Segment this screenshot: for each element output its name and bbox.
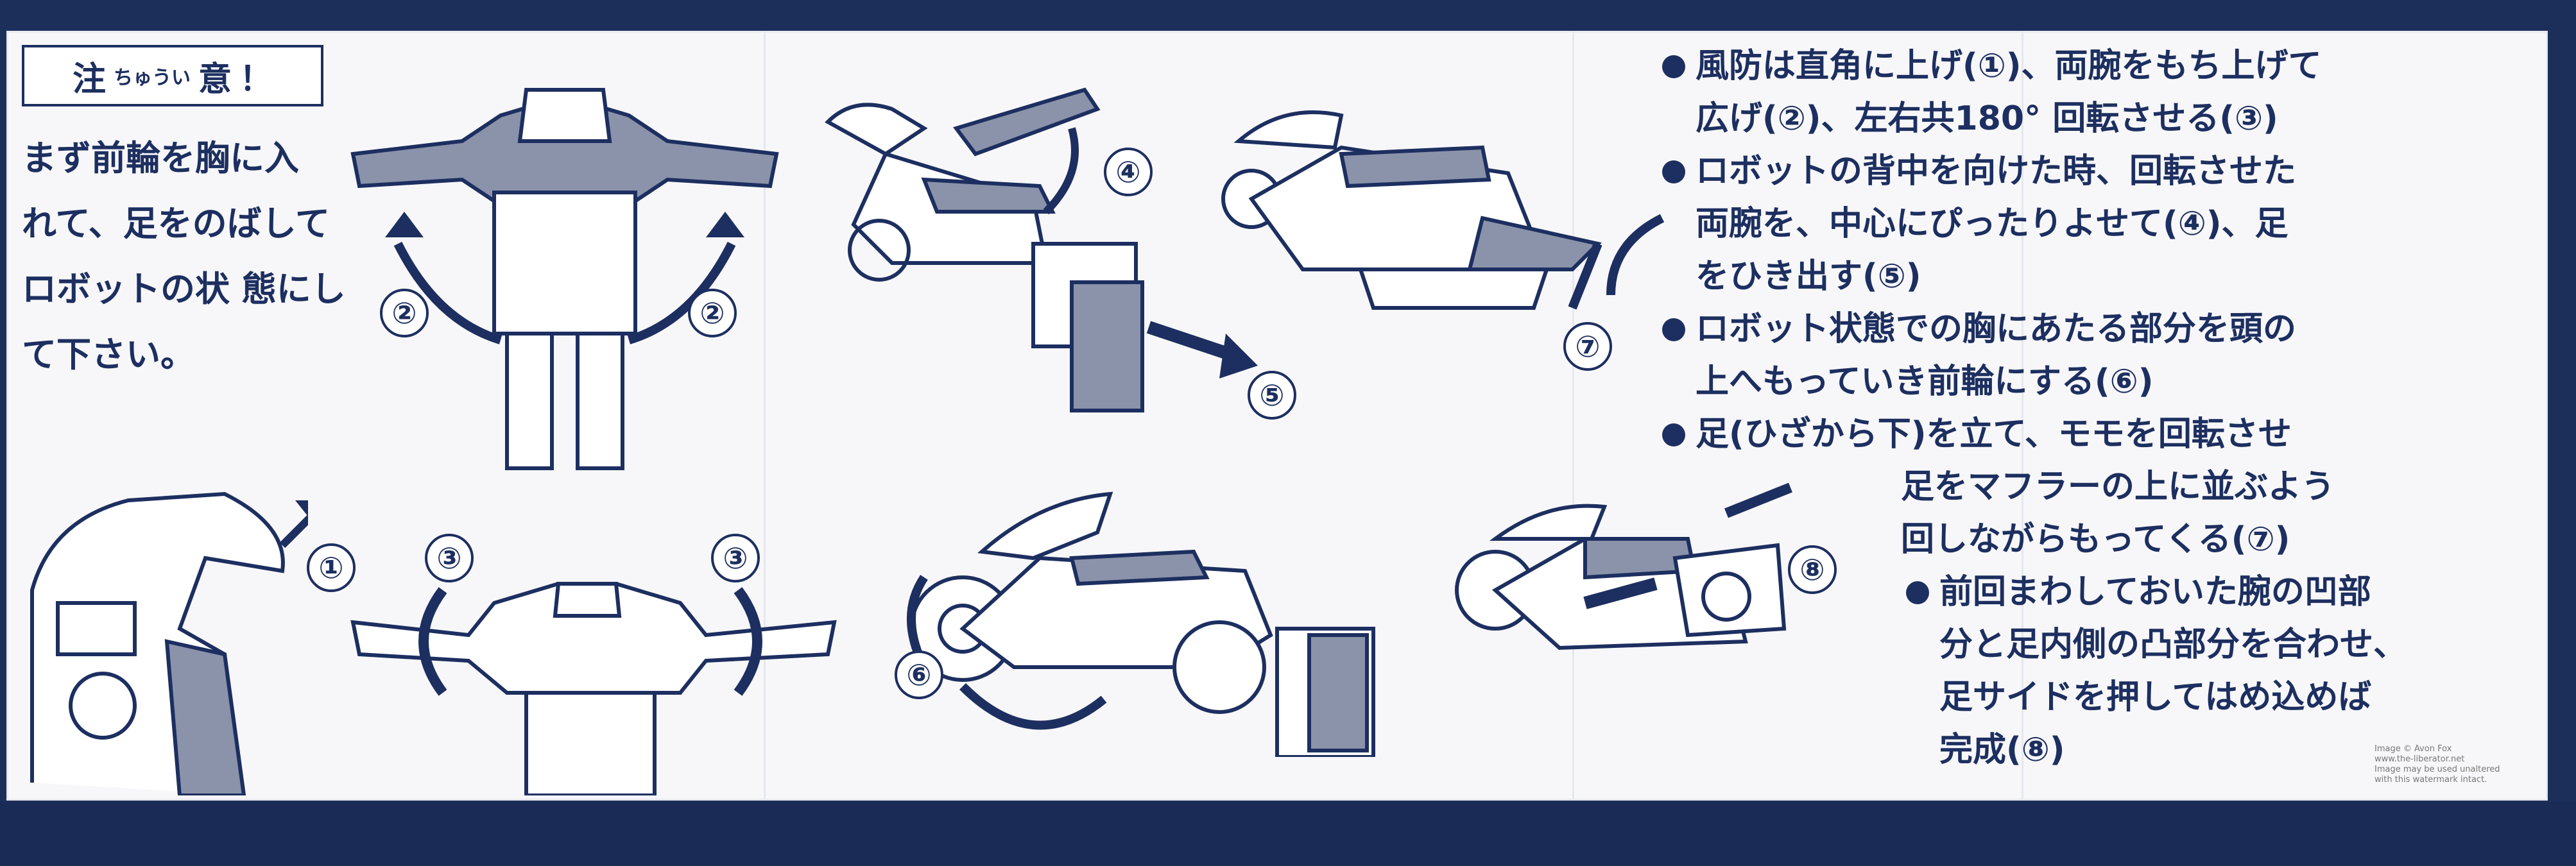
step-number-6: ⑥ [895,650,943,699]
step-line: ロボットの背中を向けた時、回転させた [1696,152,2297,191]
instruction-step: ロボットの背中を向けた時、回転させた 両腕を、中心にぴったりよせて(④)、足 を… [1662,145,2516,303]
intro-line: れて、足をのばして [22,203,331,244]
bike-front-wheel-illustration [907,491,1375,757]
step-line: 風防は直角に上げ(①)、両腕をもち上げて [1696,47,2322,85]
instruction-step: ロボット状態での胸にあたる部分を頭の 上へもっていき前輪にする(⑥) [1662,303,2516,408]
robot-arms-rotate-illustration [350,582,837,795]
step-line: 足サイドを押してはめ込めば [1939,678,2372,717]
bullet-dot [1906,581,1929,604]
caution-exclamation: ！ [239,60,273,99]
credit-line: www.the-liberator.net [2374,754,2465,764]
robot-arms-up-illustration [350,88,779,470]
step-number-3: ③ [711,534,760,582]
step-number-1: ① [307,543,356,592]
fold-line [2022,31,2023,801]
instruction-step: 風防は直角に上げ(①)、両腕をもち上げて 広げ(②)、左右共180° 回転させる… [1662,40,2516,145]
caution-reading: ちゅうい [113,67,191,89]
step-line: 足(ひざから下)を立て、モモを回転させ [1696,415,2292,454]
step-line: 回しながらもってくる(⑦) [1901,520,2290,559]
step-line: 両腕を、中心にぴったりよせて(④)、足 [1696,205,2288,243]
step-number-7: ⑦ [1563,322,1612,371]
intro-line: て下さい。 [22,334,195,375]
step-line: 広げ(②)、左右共180° 回転させる(③) [1696,99,2278,138]
instruction-steps: 風防は直角に上げ(①)、両腕をもち上げて 広げ(②)、左右共180° 回転させる… [1662,40,2516,776]
bullet-dot [1662,423,1685,446]
step-line: ロボット状態での胸にあたる部分を頭の [1696,310,2297,348]
bike-fold-arms-illustration [825,87,1258,412]
bullet-dot [1662,318,1685,341]
step-number-8: ⑧ [1788,545,1837,594]
caution-char-2: 意 [198,60,232,99]
intro-line: ロボットの状 態にし [22,269,346,309]
step-line: 上へもっていき前輪にする(⑥) [1696,362,2154,401]
step-line: 前回まわしておいた腕の凹部 [1939,573,2371,611]
intro-text: まず前輪を胸に入 れて、足をのばして ロボットの状 態にし て下さい。 [22,126,381,387]
step-number-2: ② [688,289,737,337]
step-line: 足をマフラーの上に並ぶよう [1901,468,2335,506]
instruction-step: 前回まわしておいた腕の凹部 分と足内側の凸部分を合わせ、 足サイドを押してはめ込… [1906,566,2516,776]
step-line: をひき出す(⑤) [1696,257,1921,296]
fold-line [764,31,766,801]
credit-line: with this watermark intact. [2374,775,2487,785]
bike-legs-raised-illustration [1221,110,1665,310]
caution-box: 注 ちゅうい 意 ！ [22,45,323,106]
step-number-2: ② [380,289,429,337]
background-bottom-band [0,802,2576,866]
step-line: 完成(⑧) [1939,731,2065,769]
intro-line: まず前輪を胸に入 [22,138,299,178]
bullet-dot [1662,55,1685,78]
bullet-dot [1662,160,1685,183]
robot-side-windshield-illustration [30,491,308,795]
caution-char-1: 注 [72,60,106,99]
step-number-3: ③ [425,534,474,582]
step-number-4: ④ [1104,148,1153,196]
watermark-credit: Image © Avon Fox www.the-liberator.net I… [2374,744,2535,785]
fold-line [1572,31,1574,801]
bike-complete-illustration [1455,482,1792,650]
credit-line: Image © Avon Fox [2374,744,2452,754]
credit-line: Image may be used unaltered [2374,765,2500,774]
instruction-step: 足(ひざから下)を立て、モモを回転させ 足をマフラーの上に並ぶよう 回しながらも… [1662,408,2516,566]
step-line: 分と足内側の凸部分を合わせ、 [1939,625,2407,664]
step-number-5: ⑤ [1248,371,1296,420]
